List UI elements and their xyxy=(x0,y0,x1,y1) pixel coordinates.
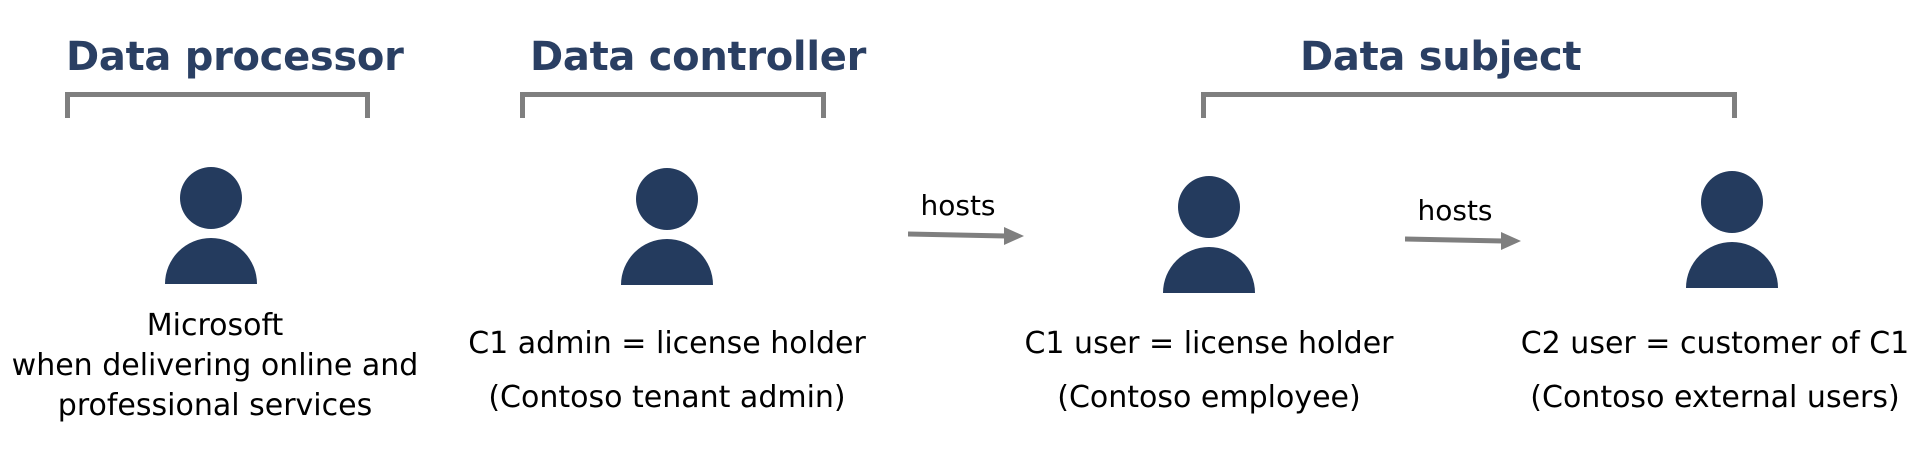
heading-data-processor: Data processor xyxy=(66,34,404,80)
person-c2-user-icon xyxy=(1684,170,1780,290)
caption-line: (Contoso external users) xyxy=(1530,380,1900,415)
caption-line: (Contoso employee) xyxy=(1057,380,1361,415)
hosts-label: hosts xyxy=(1417,194,1493,227)
person-microsoft-icon xyxy=(163,166,259,286)
bracket-data-processor xyxy=(65,92,370,118)
caption-line: C1 admin = license holder xyxy=(468,326,866,361)
hosts-arrow-admin-to-user: hosts xyxy=(908,188,1038,258)
hosts-arrow-user-to-external: hosts xyxy=(1405,193,1535,263)
caption-line: when delivering online and xyxy=(11,348,419,383)
heading-data-controller: Data controller xyxy=(530,34,867,80)
caption-line: C2 user = customer of C1 xyxy=(1520,326,1910,361)
bracket-data-subject xyxy=(1201,92,1737,118)
caption-line: Microsoft xyxy=(146,308,284,343)
caption-line: professional services xyxy=(57,388,373,423)
caption-line: (Contoso tenant admin) xyxy=(488,380,846,415)
person-c1-user-icon xyxy=(1161,175,1257,295)
caption-line: C1 user = license holder xyxy=(1024,326,1394,361)
caption-c2-user: C2 user = customer of C1 (Contoso extern… xyxy=(1502,324,1928,418)
arrow-right-icon xyxy=(908,227,1024,245)
caption-c1-user: C1 user = license holder (Contoso employ… xyxy=(1002,324,1416,418)
caption-microsoft: Microsoft when delivering online and pro… xyxy=(0,306,430,426)
person-c1-admin-icon xyxy=(619,167,715,287)
bracket-data-controller xyxy=(520,92,826,118)
heading-data-subject: Data subject xyxy=(1300,34,1582,80)
arrow-right-icon xyxy=(1405,232,1521,250)
hosts-label: hosts xyxy=(920,189,996,222)
caption-c1-admin: C1 admin = license holder (Contoso tenan… xyxy=(462,324,872,418)
